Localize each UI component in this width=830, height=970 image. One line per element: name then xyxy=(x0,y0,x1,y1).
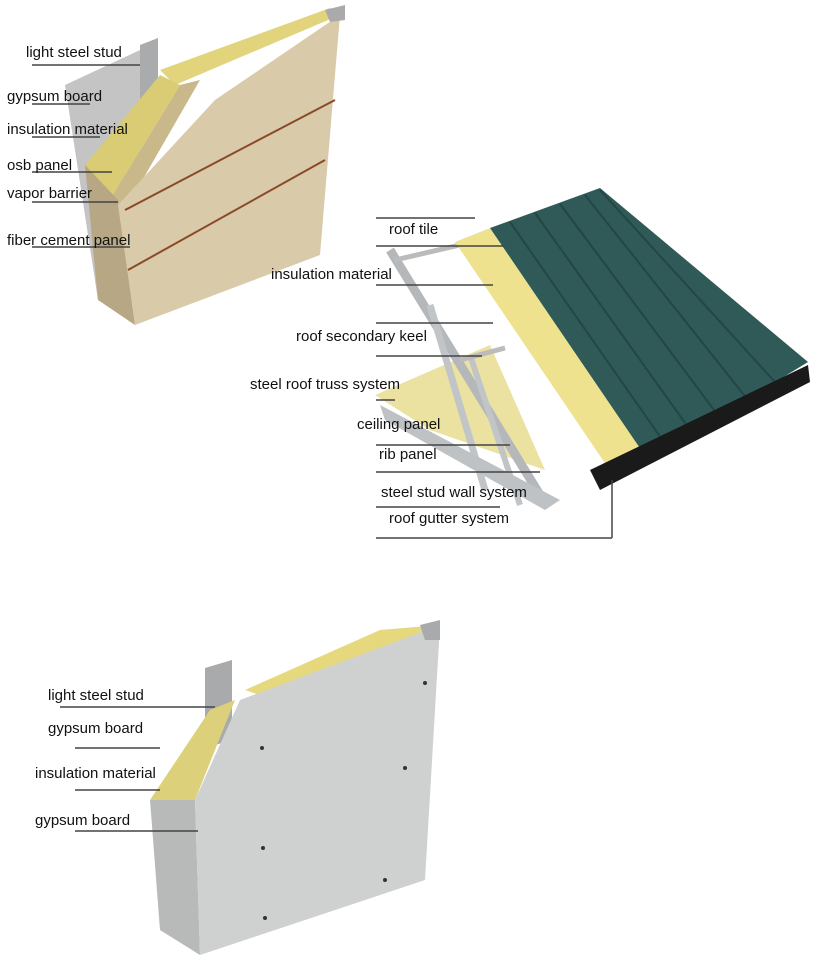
roof-illustration xyxy=(375,188,810,510)
label-vapor-barrier: vapor barrier xyxy=(7,185,93,202)
label-fiber-cement-panel: fiber cement panel xyxy=(7,232,131,249)
label-light-steel-stud: light steel stud xyxy=(26,44,122,61)
osb-shape xyxy=(110,80,200,205)
label-steel-stud-wall-system: steel stud wall system xyxy=(381,484,527,501)
label-roof-secondary-keel: roof secondary keel xyxy=(296,328,427,345)
label-insulation-material-2: insulation material xyxy=(35,765,156,782)
label-osb-panel: osb panel xyxy=(7,157,73,174)
label-gypsum-board-outer: gypsum board xyxy=(35,812,131,829)
label-roof-tile: roof tile xyxy=(389,221,439,238)
gutter-shape xyxy=(590,365,810,490)
label-light-steel-stud-2: light steel stud xyxy=(48,687,144,704)
label-rib-panel: rib panel xyxy=(379,446,437,463)
roof-insulation-shape xyxy=(455,228,648,478)
label-gypsum-board: gypsum board xyxy=(7,88,103,105)
gypsum-wall-illustration xyxy=(150,620,440,955)
label-roof-insulation-material: insulation material xyxy=(271,266,392,283)
leader-lines xyxy=(32,64,613,832)
fiber-cement-shape xyxy=(118,15,340,325)
label-gypsum-board-inner: gypsum board xyxy=(48,720,144,737)
label-steel-roof-truss-system: steel roof truss system xyxy=(250,376,401,393)
label-insulation-material: insulation material xyxy=(7,121,128,138)
insulation-shape xyxy=(160,8,340,85)
label-roof-gutter-system: roof gutter system xyxy=(389,510,510,527)
fiber-cement-wall-illustration xyxy=(65,5,345,325)
gypsum-board-shape xyxy=(195,625,440,955)
label-ceiling-panel: ceiling panel xyxy=(357,416,441,433)
